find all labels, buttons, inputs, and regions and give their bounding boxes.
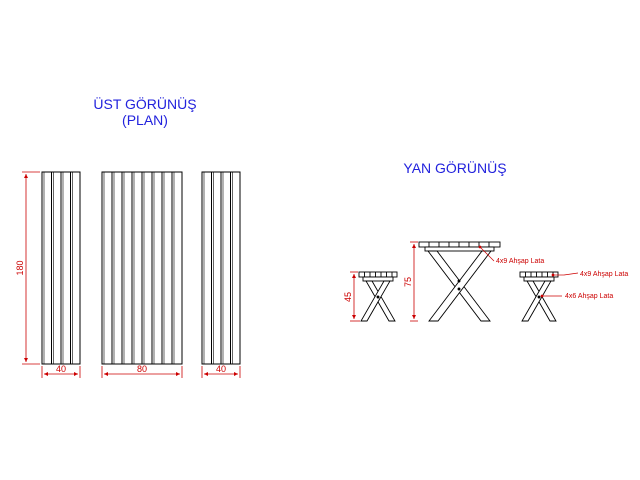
- dim-table-height: [410, 241, 418, 322]
- dim-plan-left-width-label: 40: [56, 364, 66, 374]
- leader-table-top: [478, 245, 495, 262]
- bench-left-side: [358, 271, 398, 322]
- table-side: [418, 241, 501, 322]
- leader-bench-top: [551, 272, 579, 277]
- note-bench-top: 4x9 Ahşap Lata: [580, 271, 628, 278]
- bench-right-side: [519, 271, 559, 322]
- dim-bench-height: [350, 271, 360, 322]
- top-view-title: ÜST GÖRÜNÜŞ (PLAN): [55, 96, 235, 128]
- table-plan: [101, 171, 183, 365]
- dim-plan-right-width-label: 40: [216, 364, 226, 374]
- dim-plan-mid-width: [101, 366, 183, 378]
- top-view-title-line1: ÜST GÖRÜNÜŞ: [93, 96, 197, 112]
- leader-bench-leg: [540, 294, 562, 298]
- note-bench-leg: 4x6 Ahşap Lata: [565, 293, 613, 300]
- dim-plan-height: [22, 171, 40, 365]
- top-view-title-line2: (PLAN): [122, 112, 168, 128]
- bench-left-plan: [41, 171, 81, 365]
- dim-plan-right-width: [201, 366, 241, 378]
- dim-bench-height-label: 45: [343, 292, 353, 302]
- dim-plan-left-width: [41, 366, 81, 378]
- bench-right-plan: [201, 171, 241, 365]
- dim-plan-height-label: 180: [15, 260, 25, 275]
- side-view-title: YAN GÖRÜNÜŞ: [403, 160, 507, 176]
- dim-plan-mid-width-label: 80: [137, 364, 147, 374]
- note-table-top: 4x9 Ahşap Lata: [496, 258, 544, 265]
- dim-table-height-label: 75: [403, 277, 413, 287]
